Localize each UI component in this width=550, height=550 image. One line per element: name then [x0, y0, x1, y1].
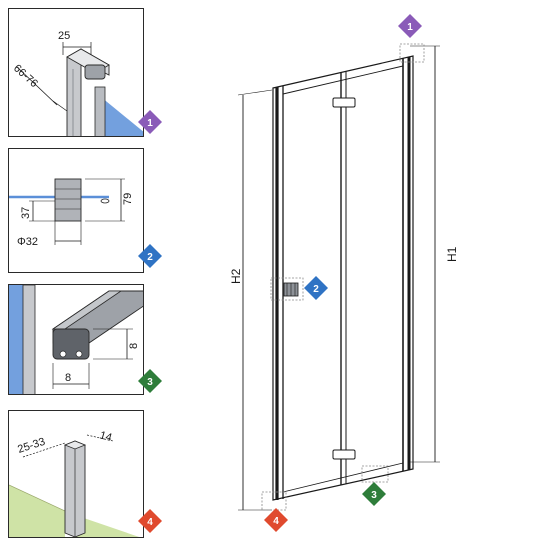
- svg-text:1: 1: [147, 118, 153, 129]
- detail-panel-3: 8 8: [8, 284, 144, 395]
- detail-4-drawing: 25-33 14: [9, 429, 140, 537]
- label-h2: H2: [229, 268, 243, 284]
- main-callout-4: 4: [264, 508, 288, 532]
- label-h1: H1: [445, 246, 459, 262]
- detail-panel-2: 79 37 Φ32: [8, 148, 144, 273]
- svg-text:1: 1: [407, 22, 413, 33]
- hinge-top: [332, 97, 356, 108]
- detail-2-badge: 2: [138, 244, 162, 268]
- svg-text:2: 2: [147, 252, 153, 263]
- svg-text:3: 3: [371, 490, 377, 501]
- detail-panel-4: 25-33 14: [8, 410, 144, 538]
- detail-2-dim-height: 79: [122, 193, 134, 205]
- detail-1-dim-width: 25: [58, 30, 70, 42]
- detail-3-dim-width: 8: [65, 372, 71, 384]
- svg-text:2: 2: [313, 284, 319, 295]
- detail-4-dim-width: 14: [98, 429, 113, 444]
- hinge-bottom: [332, 449, 356, 460]
- detail-2-drawing: 79 37 Φ32: [9, 178, 134, 248]
- detail-4-badge: 4: [138, 509, 162, 533]
- svg-text:3: 3: [147, 377, 153, 388]
- svg-text:4: 4: [147, 517, 153, 528]
- detail-2-dim-diameter: Φ32: [17, 236, 38, 248]
- detail-1-drawing: 25 66-76: [11, 30, 143, 136]
- main-callout-2: 2: [304, 276, 328, 300]
- door-outline: [272, 55, 414, 501]
- detail-3-dim-height: 8: [128, 343, 140, 349]
- detail-3-badge: 3: [138, 369, 162, 393]
- detail-3-drawing: 8 8: [9, 285, 143, 394]
- detail-panel-1: 25 66-76: [8, 8, 144, 137]
- svg-text:4: 4: [273, 516, 279, 527]
- main-callout-1: 1: [398, 14, 422, 38]
- main-callout-3: 3: [362, 482, 386, 506]
- detail-2-dim-offset: 37: [20, 207, 32, 219]
- detail-1-badge: 1: [138, 110, 162, 134]
